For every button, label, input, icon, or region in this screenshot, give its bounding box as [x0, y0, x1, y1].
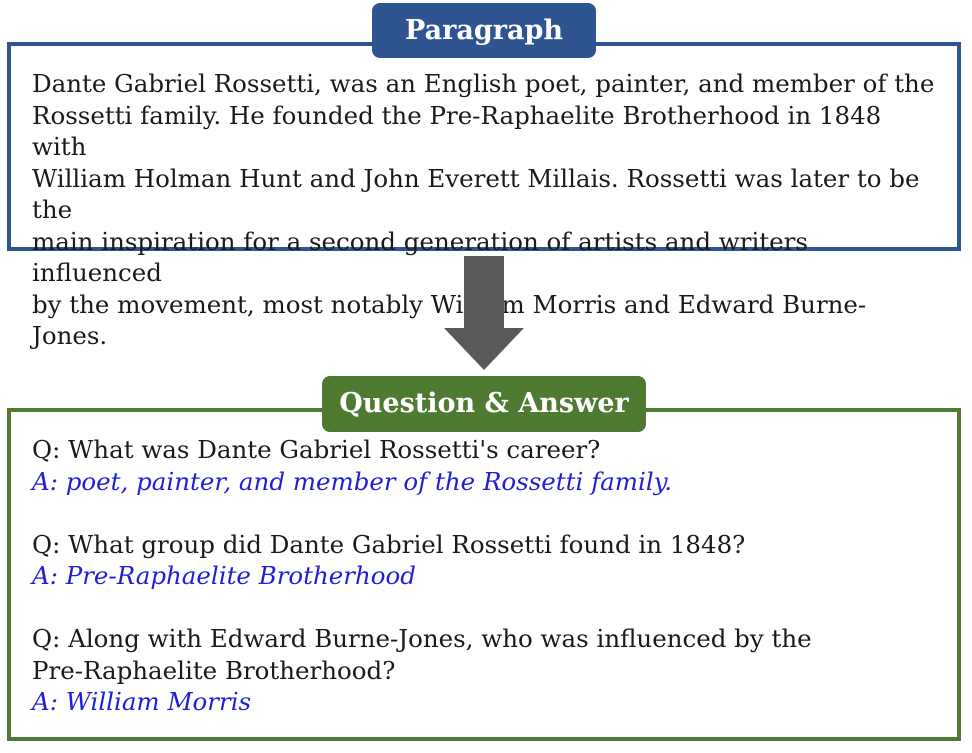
question-text: Q: What was Dante Gabriel Rossetti's car…: [32, 435, 601, 464]
question-text: Q: Along with Edward Burne-Jones, who wa…: [32, 624, 812, 685]
paragraph-text: Dante Gabriel Rossetti, was an English p…: [32, 69, 935, 350]
paragraph-title: Paragraph: [372, 3, 596, 58]
paragraph-panel: Dante Gabriel Rossetti, was an English p…: [7, 42, 961, 350]
qa-item: Q: What was Dante Gabriel Rossetti's car…: [32, 434, 938, 497]
qa-item: Q: Along with Edward Burne-Jones, who wa…: [32, 623, 938, 718]
answer-text: A: Pre-Raphaelite Brotherhood: [32, 561, 416, 590]
qa-panel: Q: What was Dante Gabriel Rossetti's car…: [7, 408, 961, 741]
qa-list: Q: What was Dante Gabriel Rossetti's car…: [32, 434, 938, 718]
answer-text: A: William Morris: [32, 687, 252, 716]
question-text: Q: What group did Dante Gabriel Rossetti…: [32, 529, 746, 559]
qa-title: Question & Answer: [322, 376, 646, 432]
answer-text: A: poet, painter, and member of the Ross…: [32, 466, 673, 496]
qa-item: Q: What group did Dante Gabriel Rossetti…: [32, 529, 938, 592]
down-arrow-icon: [444, 256, 524, 370]
